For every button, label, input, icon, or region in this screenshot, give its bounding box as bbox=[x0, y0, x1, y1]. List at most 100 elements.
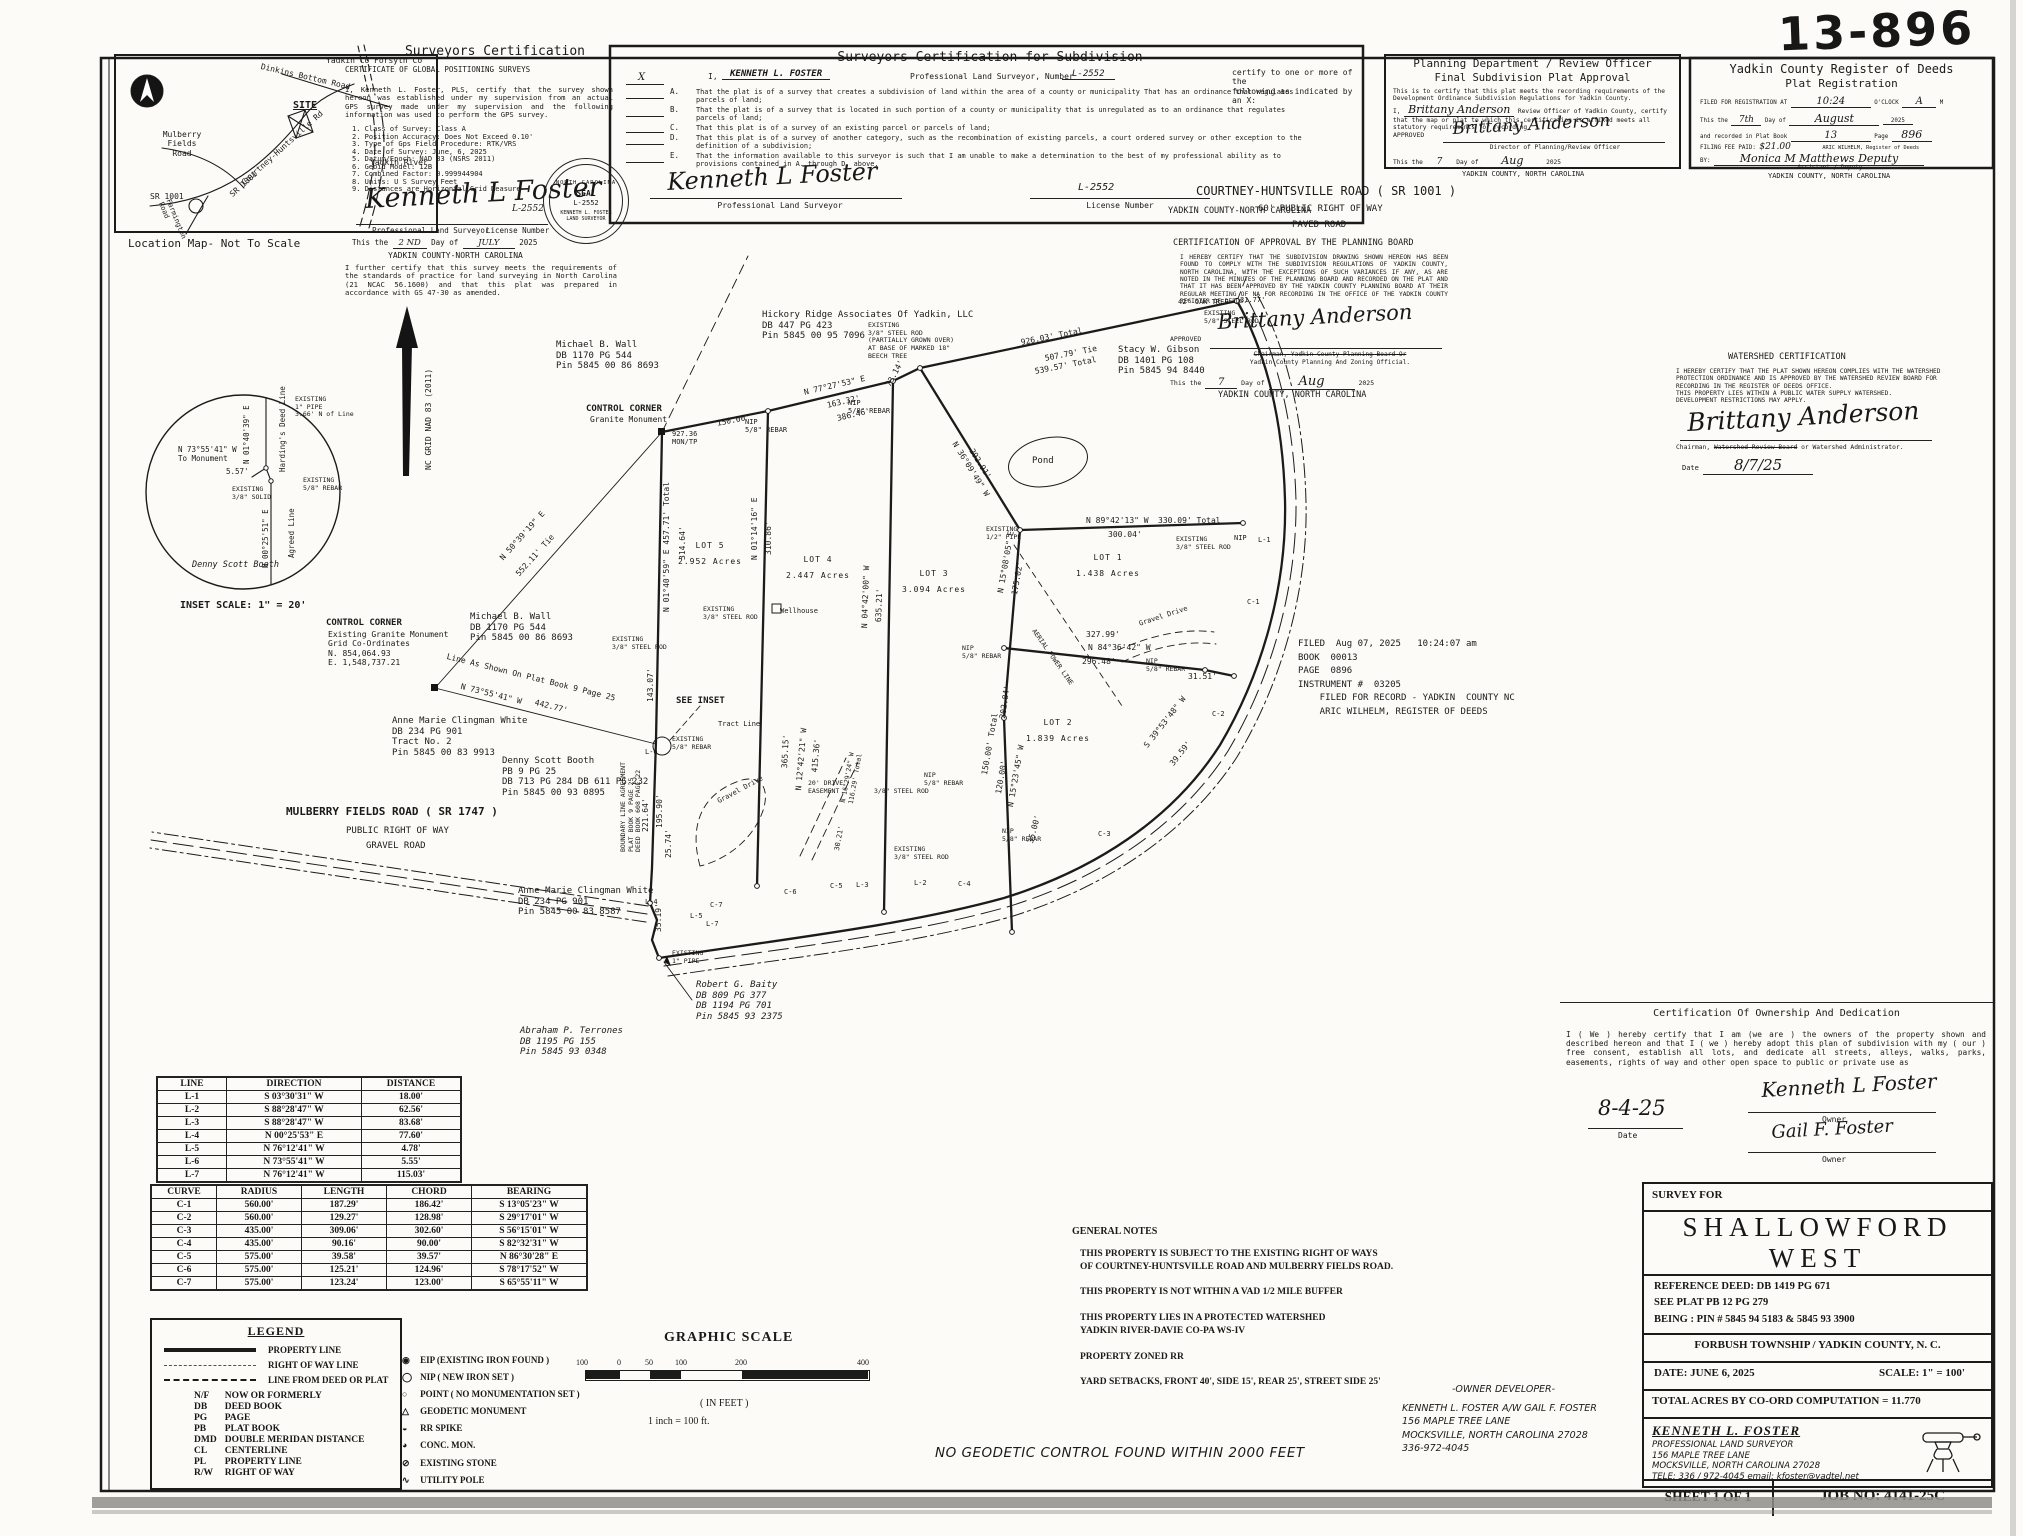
surveyor-name: KENNETH L. FOSTER bbox=[1652, 1423, 1801, 1438]
surveyor-seal: NORTH CAROLINA SEAL L-2552 KENNETH L. FO… bbox=[543, 158, 629, 244]
plat-label: INSET SCALE: 1" = 20' bbox=[180, 600, 307, 611]
plat-label: COURTNEY-HUNTSVILLE ROAD ( SR 1001 ) bbox=[1196, 184, 1457, 198]
plat-label: N 01°14'16" E bbox=[750, 497, 759, 560]
plat-label: EXISTING 5/8" REBAR bbox=[303, 476, 343, 492]
plat-label: 31.77' bbox=[1240, 296, 1266, 304]
plat-label: 31.51' bbox=[1188, 672, 1217, 681]
inset-circle bbox=[145, 394, 341, 590]
plat-label: 927.36 MON/TP bbox=[672, 430, 698, 447]
plat-label: C-2 bbox=[1212, 710, 1225, 718]
plat-label: EXISTING 3/8" STEEL ROD bbox=[894, 845, 949, 861]
plat-label: 221.64' bbox=[641, 798, 650, 832]
monument-symbols bbox=[431, 428, 671, 966]
plat-label: Hickory Ridge Associates Of Yadkin, LLC … bbox=[762, 310, 974, 342]
plat-label: 635.21' bbox=[874, 588, 885, 623]
transit-icon bbox=[1922, 1432, 1981, 1473]
project-title: SHALLOWFORD WEST bbox=[1682, 1212, 1953, 1273]
plat-label: LOT 4 2.447 Acres bbox=[786, 555, 850, 580]
plat-label: Yadkin Co bbox=[326, 56, 370, 65]
plat-label: NIP 5/8" REBAR bbox=[848, 399, 891, 416]
plat-label: 296.48' bbox=[1082, 657, 1116, 666]
plat-label: Wellhouse bbox=[780, 607, 818, 615]
road-lines bbox=[149, 295, 1307, 977]
plat-label: 35.19' bbox=[654, 903, 663, 932]
plat-label: 20' DRIVE EASEMENT bbox=[808, 779, 844, 795]
table-row: ◉EIP (EXISTING IRON FOUND ) bbox=[402, 1355, 550, 1365]
plat-label: NIP 5/8" REBAR bbox=[745, 418, 788, 435]
plat-label: Location Map- Not To Scale bbox=[128, 237, 301, 250]
township-line: FORBUSH TOWNSHIP / YADKIN COUNTY, N. C. bbox=[1644, 1333, 1991, 1361]
plat-label: LOT 5 2.952 Acres bbox=[678, 541, 742, 566]
plat-label: MULBERRY FIELDS ROAD ( SR 1747 ) bbox=[286, 805, 498, 818]
survey-for-label: SURVEY FOR bbox=[1652, 1189, 1723, 1201]
date-line: This the 7 Day of Aug 2025 bbox=[1393, 154, 1562, 168]
legend-symbols: ◉EIP (EXISTING IRON FOUND )◯NIP ( NEW IR… bbox=[398, 1352, 584, 1489]
ownership-date-handwritten: 8-4-25 bbox=[1598, 1096, 1666, 1120]
no-geodetic-note: NO GEODETIC CONTROL FOUND WITHIN 2000 FE… bbox=[935, 1445, 1305, 1461]
plat-label: 60' PUBLIC RIGHT OF WAY bbox=[1258, 204, 1383, 214]
plat-label: CONTROL CORNER bbox=[326, 618, 402, 628]
review-officer-signature: Brittany Anderson bbox=[1404, 103, 1515, 117]
plat-label: Forsyth Co bbox=[374, 56, 423, 65]
handwritten-stamp: 13-896 bbox=[1777, 0, 1977, 62]
plat-label: GRAVEL ROAD bbox=[366, 841, 426, 851]
plat-label: 327.99' bbox=[1086, 630, 1120, 639]
date-value: DATE: JUNE 6, 2025 bbox=[1654, 1367, 1755, 1379]
plat-label: CONTROL CORNER bbox=[586, 404, 662, 414]
right-of-way-line-sample bbox=[164, 1364, 256, 1366]
plat-label: Anne Marie Clingman White DB 234 PG 901 … bbox=[392, 716, 528, 758]
property-line-sample bbox=[164, 1348, 256, 1352]
date-line: This the 2 ND Day of JULY 2025 bbox=[352, 238, 538, 249]
plat-label: EXISTING 1" PIPE bbox=[672, 949, 704, 965]
plat-label: 314.64' bbox=[678, 526, 687, 560]
plat-label: NC GRID NAD 83 (2011) bbox=[424, 368, 433, 470]
plat-label: EXISTING 5/8" REBAR bbox=[672, 735, 712, 751]
plat-label: N 01°40'39" E bbox=[242, 405, 251, 464]
plat-label: 3/8" STEEL ROD bbox=[874, 787, 929, 795]
plat-label: EXISTING 3/8" STEEL ROD bbox=[1176, 535, 1231, 551]
plat-label: SR 1001 bbox=[150, 192, 184, 201]
plat-label: Pond bbox=[1032, 456, 1054, 466]
pond-outline bbox=[1008, 436, 1088, 488]
plat-label: 300.04' bbox=[1108, 530, 1142, 539]
plat-label: 5.57' bbox=[226, 467, 249, 476]
plat-label: EXISTING 3/8" SOLID bbox=[232, 485, 272, 501]
plat-label: C-7 bbox=[710, 901, 723, 909]
plat-label: Agreed Line bbox=[287, 508, 296, 558]
scan-artifact bbox=[2010, 0, 2016, 1536]
plat-label: 310.86' bbox=[764, 521, 773, 555]
plat-label: Denny Scott Booth PB 9 PG 25 DB 713 PG 2… bbox=[502, 756, 649, 798]
filed-record-block: FILED Aug 07, 2025 10:24:07 am BOOK 0001… bbox=[1298, 639, 1515, 717]
plat-label: EXISTING 5/8" STEEL ROD bbox=[1204, 309, 1259, 325]
plat-label: C-3 bbox=[1098, 830, 1111, 838]
plat-label: Denny Scott Booth bbox=[192, 560, 279, 570]
deputy-signature: Monica M Matthews Deputy bbox=[1713, 152, 1924, 166]
subdivision-certification-box: Surveyors Certification for Subdivision … bbox=[610, 46, 1363, 223]
plat-label: NIP 5/8" REBAR bbox=[962, 644, 1002, 660]
plat-label: Michael B. Wall DB 1170 PG 544 Pin 5845 … bbox=[470, 612, 573, 644]
plat-label: N 01°40'59" E 457.71' Total bbox=[662, 481, 671, 612]
deed-line-sample bbox=[164, 1379, 256, 1381]
section-title: Surveyors Certification bbox=[404, 44, 585, 59]
surveyor-address: PROFESSIONAL LAND SURVEYOR 156 MAPLE TRE… bbox=[1652, 1440, 1859, 1483]
plat-label: Existing Granite Monument Grid Co-Ordina… bbox=[328, 630, 449, 668]
wellhouse-symbol bbox=[771, 603, 782, 614]
plat-label: LOT 1 1.438 Acres bbox=[1076, 553, 1140, 578]
tie-and-deed-lines bbox=[434, 255, 1250, 1001]
scan-artifact bbox=[92, 1510, 1992, 1514]
plat-label: Anne Marie Clingman White DB 234 PG 901 … bbox=[518, 886, 654, 918]
corner-points bbox=[263, 297, 1246, 961]
